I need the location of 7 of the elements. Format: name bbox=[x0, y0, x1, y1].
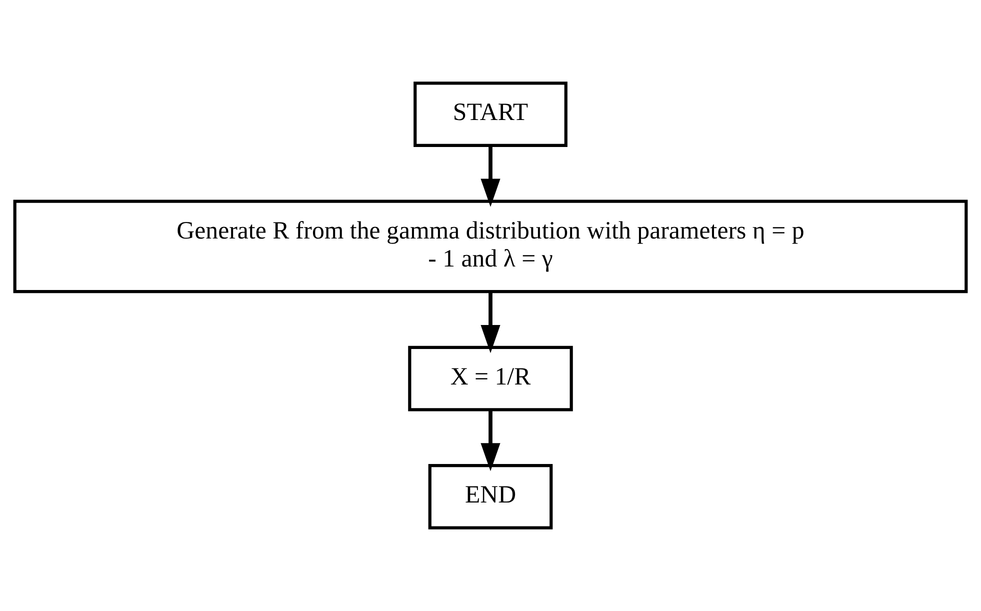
node-box: START bbox=[414, 82, 568, 147]
node-box: END bbox=[428, 464, 553, 530]
arrow bbox=[480, 292, 500, 354]
node-box: X = 1/R bbox=[408, 346, 573, 412]
arrow bbox=[480, 146, 500, 207]
node-box: Generate R from the gamma distribution with parameters η = p - 1 and λ = γ bbox=[13, 200, 968, 294]
arrow bbox=[480, 410, 500, 472]
